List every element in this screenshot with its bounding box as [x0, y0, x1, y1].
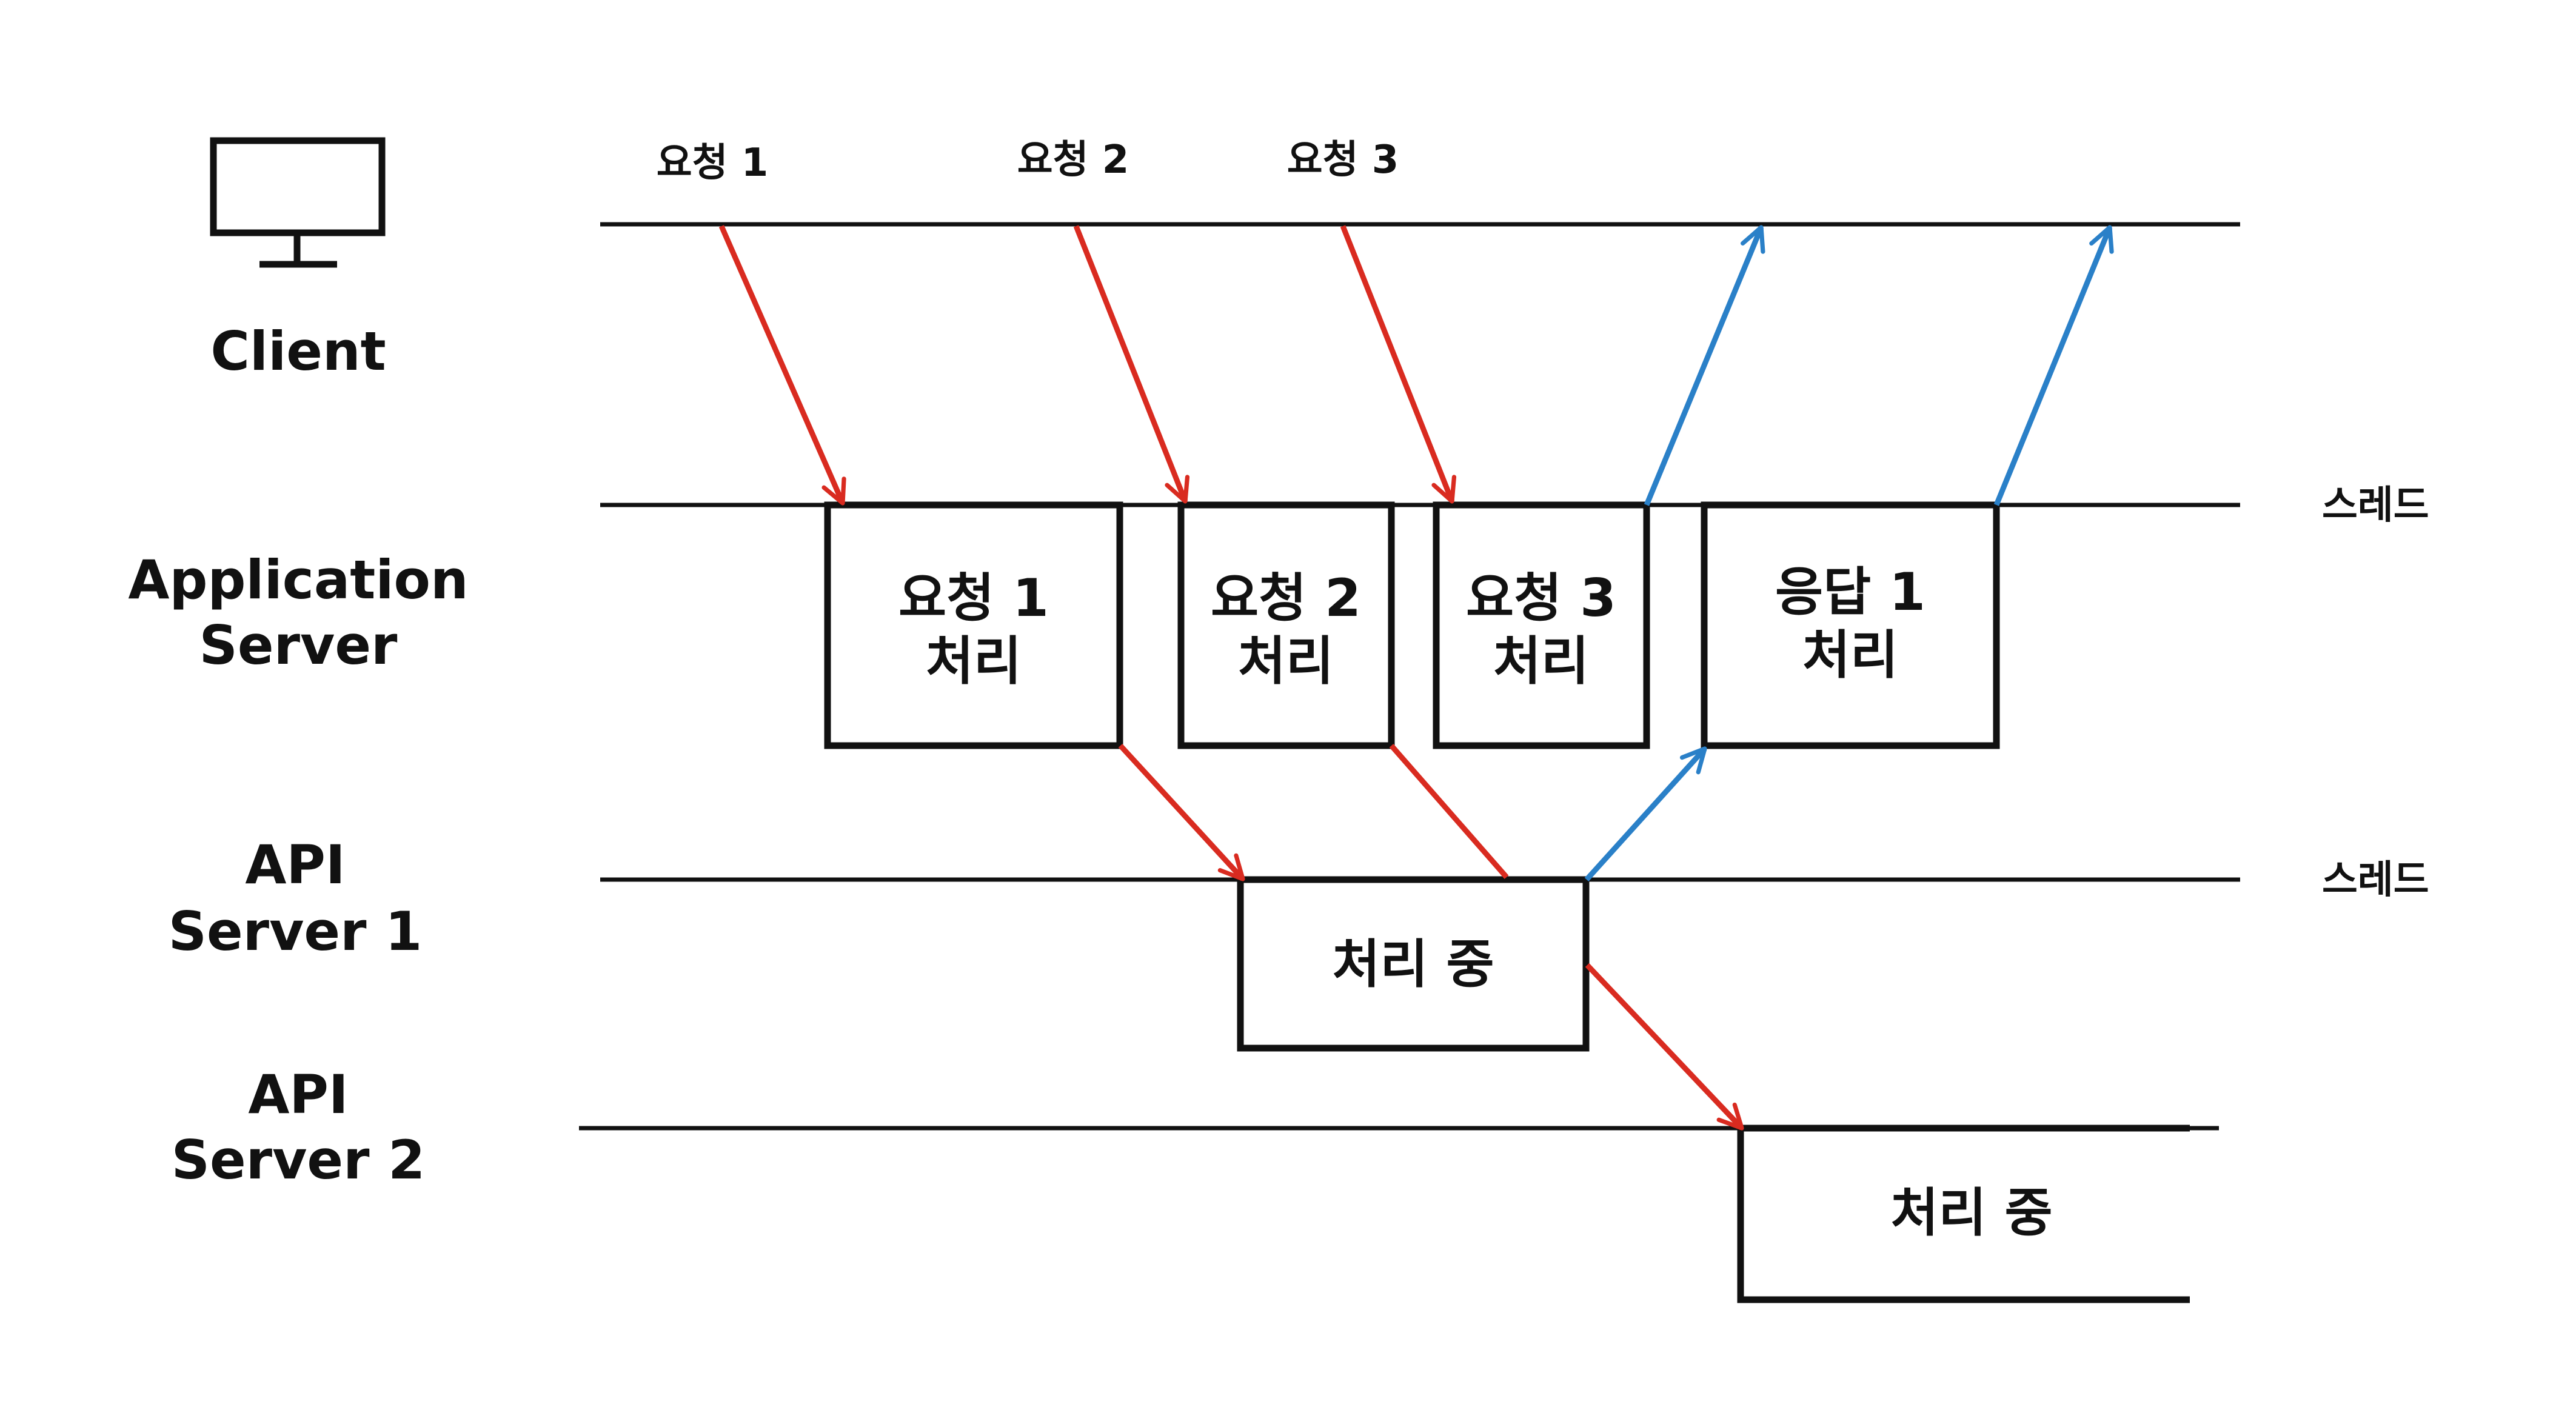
- request-1-box-line2: 처리: [926, 631, 1022, 692]
- application-server-label-line2: Server: [199, 614, 398, 677]
- api1-to-app-response-arrow: [1584, 746, 1707, 882]
- request-1-label: 요청 1: [657, 141, 769, 185]
- request-3-box-line2: 처리: [1493, 631, 1589, 692]
- request-3-box-line1: 요청 3: [1466, 568, 1616, 629]
- api-server-1-label-line2: Server 1: [169, 900, 423, 963]
- api-server-2-processing-box: [1737, 1125, 2190, 1303]
- request-2-to-api1-line: [1389, 744, 1509, 879]
- api-server-2-label-line1: API: [248, 1063, 348, 1126]
- request-1-processing-box: [824, 501, 1123, 749]
- request-2-processing-box: [1177, 501, 1395, 749]
- request-2-box-line2: 처리: [1238, 631, 1334, 692]
- response-1-to-client-arrow: [1644, 225, 1765, 506]
- api1-thread-label: 스레드: [2322, 858, 2429, 903]
- api1-to-api2-arrow: [1585, 963, 1744, 1131]
- request-1-arrow: [718, 225, 846, 506]
- api-server-2-box-label: 처리 중: [1890, 1183, 2052, 1243]
- request-3-arrow: [1340, 225, 1457, 504]
- api-server-1-label-line1: API: [245, 834, 345, 896]
- api-server-1-processing-box: [1237, 876, 1590, 1052]
- client-label: Client: [210, 320, 386, 383]
- request-3-label: 요청 3: [1287, 138, 1399, 182]
- response-1-box-line2: 처리: [1802, 625, 1898, 686]
- api-server-1-box-label: 처리 중: [1332, 934, 1494, 995]
- response-2-to-client-arrow: [1993, 225, 2114, 506]
- response-1-processing-box: [1701, 501, 2000, 749]
- app-to-api1-arrow: [1118, 743, 1245, 881]
- app-thread-label: 스레드: [2322, 483, 2429, 528]
- monitor-icon: [210, 137, 386, 268]
- request-3-processing-box: [1433, 501, 1650, 749]
- request-2-box-line1: 요청 2: [1211, 568, 1361, 629]
- application-server-label-line1: Application: [128, 549, 468, 611]
- request-1-box-line1: 요청 1: [898, 568, 1049, 629]
- request-2-label: 요청 2: [1017, 138, 1129, 182]
- api-server-2-label-line2: Server 2: [172, 1129, 426, 1191]
- response-1-box-line1: 응답 1: [1775, 562, 1925, 623]
- request-2-arrow: [1073, 225, 1190, 504]
